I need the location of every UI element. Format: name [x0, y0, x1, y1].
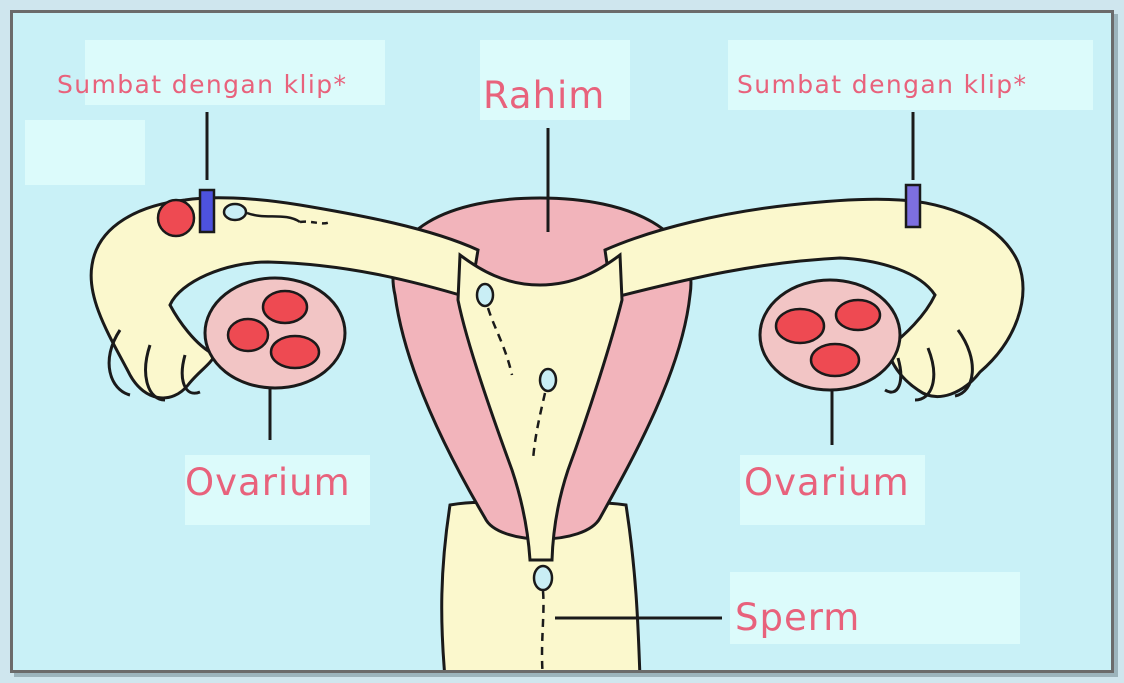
label-sperm: Sperm [735, 596, 860, 639]
label-ovary-right: Ovarium [744, 461, 910, 504]
sperm-head [540, 369, 556, 391]
label-clip-left: Sumbat dengan klip* [57, 70, 347, 99]
label-clip-right: Sumbat dengan klip* [737, 70, 1027, 99]
label-ovary-left: Ovarium [185, 461, 351, 504]
egg [158, 200, 194, 236]
egg [263, 291, 307, 323]
egg [228, 319, 268, 351]
sperm-head [224, 204, 246, 220]
clip-left [200, 190, 214, 232]
egg [811, 344, 859, 376]
clip-right [906, 185, 920, 227]
diagram-frame: Sumbat dengan klip* Rahim Sumbat dengan … [10, 10, 1114, 673]
egg [776, 309, 824, 343]
anatomy-diagram: Sumbat dengan klip* Rahim Sumbat dengan … [13, 13, 1114, 673]
sperm-head [534, 566, 552, 590]
sperm-head [477, 284, 493, 306]
egg [271, 336, 319, 368]
egg [836, 300, 880, 330]
label-uterus: Rahim [483, 74, 605, 117]
